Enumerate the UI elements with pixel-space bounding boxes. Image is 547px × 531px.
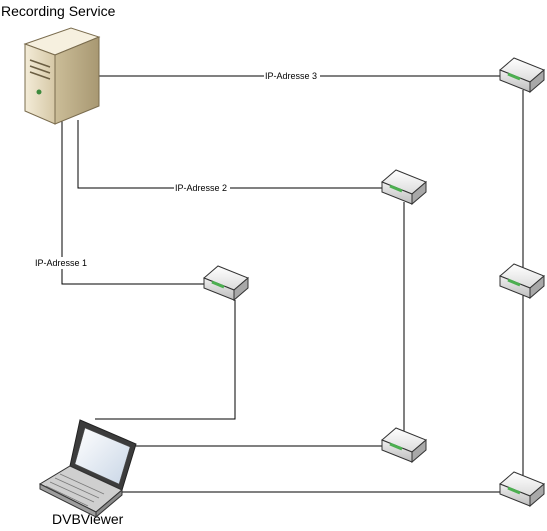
laptop-icon: [38, 419, 137, 519]
connection-lines: [61, 75, 524, 493]
connector-ip2: [77, 120, 385, 189]
device-lower-middle: [381, 427, 427, 464]
edge-label-ip2-group: IP-Adresse 2: [174, 182, 230, 194]
device-bottom-right: [499, 471, 545, 508]
edge-label-ip1: IP-Adresse 1: [35, 258, 87, 268]
edge-label-ip3: IP-Adresse 3: [265, 71, 317, 81]
device-left: [203, 265, 249, 302]
edge-label-ip1-group: IP-Adresse 1: [34, 257, 90, 269]
server-tower-icon: [23, 27, 101, 125]
server-label: Recording Service: [1, 3, 116, 19]
connector-left-column: [95, 300, 236, 420]
device-top-right: [499, 57, 545, 94]
client-label: DVBViewer: [52, 511, 124, 527]
edge-label-ip2: IP-Adresse 2: [175, 183, 227, 193]
edge-label-ip3-group: IP-Adresse 3: [264, 70, 320, 82]
connector-ip1: [61, 118, 205, 285]
device-right-middle: [499, 263, 545, 300]
device-upper-middle: [381, 169, 427, 206]
